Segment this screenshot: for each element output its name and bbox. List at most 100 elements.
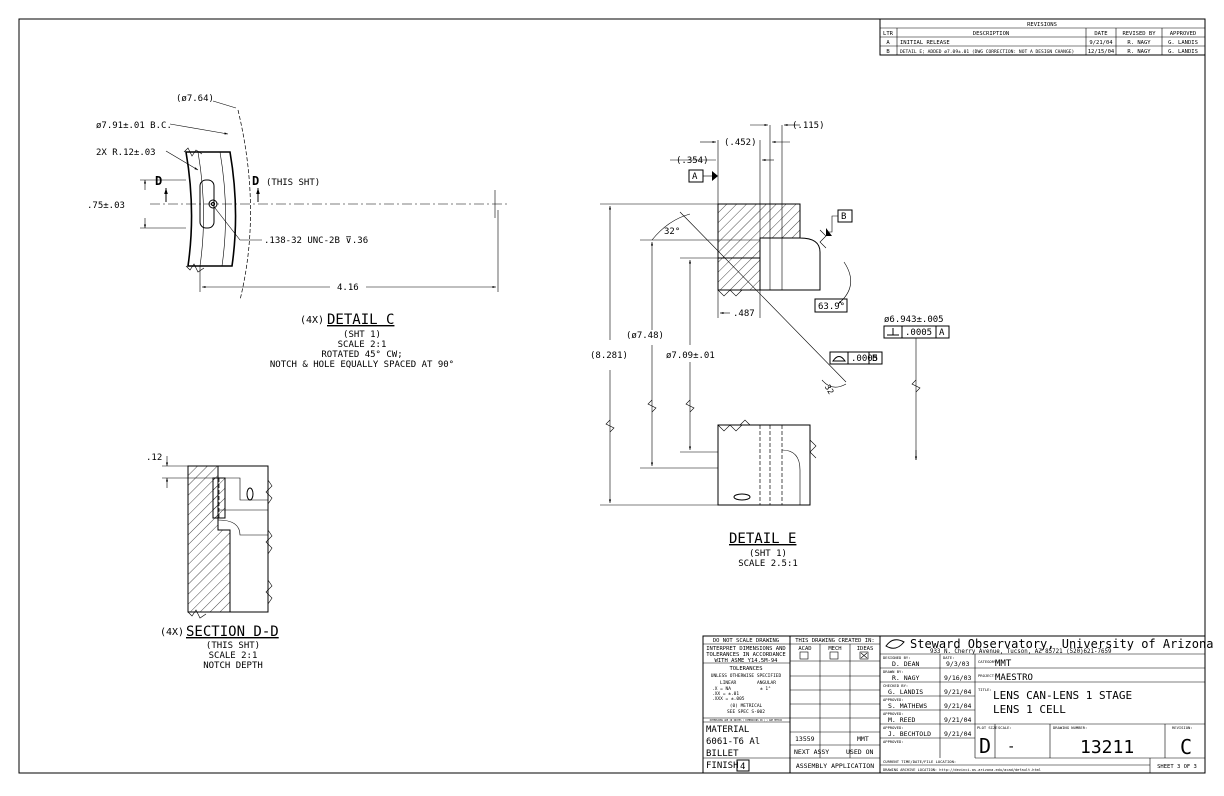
- tb-date-label: DATE:: [943, 655, 954, 660]
- detail-c-view: (ø7.64) ø7.91±.01 B.C. 2X R.12±.03 .75±.…: [87, 94, 510, 370]
- detail-e-dim-487: .487: [733, 309, 755, 319]
- tb-mech-checkbox: [829, 651, 839, 660]
- tb-cad-mech: MECH: [828, 646, 841, 652]
- detail-c-dim-radius: 2X R.12±.03: [96, 148, 156, 158]
- detail-c-scale: SCALE 2:1: [338, 340, 387, 350]
- tb-approved-label-1: APPROVED:: [883, 697, 904, 702]
- tb-ideas-check-icon: [860, 652, 868, 659]
- tb-drawn-date: 9/16/03: [944, 674, 971, 682]
- tb-unless: UNLESS OTHERWISE SPECIFIED: [711, 673, 782, 679]
- rev-row-a-approved: G. LANDIS: [1168, 40, 1198, 46]
- tb-checked-date: 9/21/04: [944, 688, 971, 696]
- tb-approved-2-date: 9/21/04: [944, 716, 971, 724]
- tb-material-label: MATERIAL: [706, 725, 749, 735]
- tb-cad-acad: ACAD: [798, 646, 811, 652]
- tb-project-label: PROJECT:: [978, 673, 996, 678]
- rev-row-b-ltr: B: [886, 49, 890, 55]
- detail-c-title: DETAIL C: [327, 312, 394, 328]
- tb-approved-3: J. BECHTOLD: [888, 730, 931, 738]
- tb-current-time-label: CURRENT TIME/DATE/FILE LOCATION:: [883, 759, 956, 764]
- rev-row-a-date: 9/21/04: [1089, 40, 1113, 46]
- detail-e-dim-748: (ø7.48): [626, 331, 664, 341]
- section-dd-title: SECTION D-D: [186, 624, 279, 640]
- tb-tolerances: TOLERANCES: [729, 666, 762, 672]
- detail-e-view: B (.115) (.452) (.354) A 32° 63.9° 32: [590, 121, 950, 569]
- section-dd-scale: SCALE 2:1: [209, 651, 258, 661]
- tb-plot-size-label: PLOT SIZE: [977, 725, 998, 730]
- tb-drawing-number: 13211: [1080, 737, 1134, 758]
- tb-created-in: THIS DRAWING CREATED IN:: [795, 638, 874, 644]
- detail-e-datum-a: A: [692, 172, 698, 182]
- tb-angular: ANGULAR: [757, 680, 776, 686]
- revisions-title: REVISIONS: [1027, 22, 1057, 28]
- tb-tol-xxx: .XXX = ±.005: [712, 696, 745, 702]
- tb-next-assy: NEXT ASSY: [794, 748, 829, 756]
- tb-title-2: LENS 1 CELL: [993, 703, 1066, 716]
- detail-c-qty: (4X): [300, 315, 324, 326]
- tb-fine-print: DIMENSIONS ARE IN INCHES / DIMENSIONS IN…: [710, 719, 783, 722]
- detail-e-datum-b: B: [841, 212, 846, 222]
- tb-scale-label: SCALE:: [998, 725, 1012, 730]
- tb-revision: C: [1180, 735, 1192, 759]
- detail-c-dim-bc-ref: (ø7.64): [176, 94, 214, 104]
- detail-e-title: DETAIL E: [729, 531, 796, 547]
- section-dd-note: NOTCH DEPTH: [203, 661, 263, 671]
- tb-drawn-by: R. NAGY: [892, 674, 919, 682]
- tb-title-1: LENS CAN-LENS 1 STAGE: [993, 689, 1132, 702]
- tb-assembly-app: ASSEMBLY APPLICATION: [796, 762, 874, 770]
- tb-approved-label-4: APPROVED:: [883, 739, 904, 744]
- detail-e-sheet-ref: (SHT 1): [749, 549, 787, 559]
- tb-tol-x: .X = NA: [712, 686, 731, 692]
- rev-row-b-date: 12/15/04: [1088, 49, 1115, 55]
- tb-interpret-3: WITH ASME Y14.5M-94: [715, 658, 779, 664]
- tb-acad-checkbox: [799, 651, 809, 660]
- tb-sheet: SHEET 3 OF 3: [1157, 764, 1197, 770]
- tb-approved-1: S. MATHEWS: [888, 702, 927, 710]
- tb-interpret-1: INTERPRET DIMENSIONS AND: [706, 646, 785, 652]
- detail-c-note: NOTCH & HOLE EQUALLY SPACED AT 90°: [270, 360, 454, 370]
- tb-address: 933 N. Cherry Avenue, Tucson, AZ 85721 (…: [930, 649, 1112, 655]
- tb-spec: SEE SPEC S-002: [727, 709, 765, 715]
- rev-header-approved: APPROVED: [1170, 31, 1197, 37]
- rev-header-revised-by: REVISED BY: [1122, 31, 1156, 37]
- tb-finish-value: 4: [740, 762, 745, 772]
- detail-c-hole-note: .138-32 UNC-2B ⊽.36: [264, 236, 368, 246]
- sheet-border: [18, 18, 1206, 774]
- detail-e-fcf-profile-tol: .0005: [851, 354, 878, 364]
- rev-row-a-desc: INITIAL RELEASE: [900, 40, 950, 46]
- rev-row-a-revised: R. NAGY: [1127, 40, 1151, 46]
- tb-ideas-checkbox: [859, 651, 869, 660]
- section-dd-sheet-ref: (THIS SHT): [206, 641, 260, 651]
- tb-plot-size: D: [979, 734, 991, 758]
- detail-e-fcf-profile-datum: B: [872, 354, 877, 364]
- detail-e-scale: SCALE 2.5:1: [738, 559, 798, 569]
- tb-approved-1-date: 9/21/04: [944, 702, 971, 710]
- section-dd-qty: (4X): [160, 627, 184, 638]
- detail-c-sheet-ref: (SHT 1): [343, 330, 381, 340]
- tb-material-2: BILLET: [706, 749, 739, 759]
- detail-c-section-note: (THIS SHT): [266, 178, 320, 188]
- tb-tol-ang: ± 1°: [760, 686, 771, 692]
- rev-header-description: DESCRIPTION: [973, 31, 1009, 37]
- detail-e-angle-639: 63.9°: [818, 302, 845, 312]
- tb-title-label: TITLE:: [978, 687, 992, 692]
- tb-interpret-2: TOLERANCES IN ACCORDANCE: [706, 652, 785, 658]
- tb-drawn-by-label: DRAWN BY:: [883, 669, 904, 674]
- tb-approved-2: M. REED: [888, 716, 915, 724]
- tb-checked-by: G. LANDIS: [888, 688, 923, 696]
- tb-designed-date: 9/3/03: [946, 660, 970, 668]
- detail-e-dim-354: (.354): [676, 156, 709, 166]
- tb-no-scale: DO NOT SCALE DRAWING: [713, 638, 779, 644]
- detail-c-section-letter-right: D: [252, 174, 259, 188]
- tb-archive-label: DRAWING ARCHIVE LOCATION: http://devinci…: [883, 768, 1041, 772]
- tb-used-on-val: MMT: [857, 735, 869, 743]
- detail-e-dim-8281: (8.281): [590, 351, 628, 361]
- tb-approved-label-3: APPROVED:: [883, 725, 904, 730]
- tb-cad-ideas: IDEAS: [857, 646, 874, 652]
- detail-e-dim-115: (.115): [792, 121, 825, 131]
- org-logo-icon: [885, 639, 905, 649]
- detail-c-dim-bc: ø7.91±.01 B.C.: [96, 121, 172, 131]
- tb-approved-label-2: APPROVED:: [883, 711, 904, 716]
- rev-header-ltr: LTR: [883, 31, 894, 37]
